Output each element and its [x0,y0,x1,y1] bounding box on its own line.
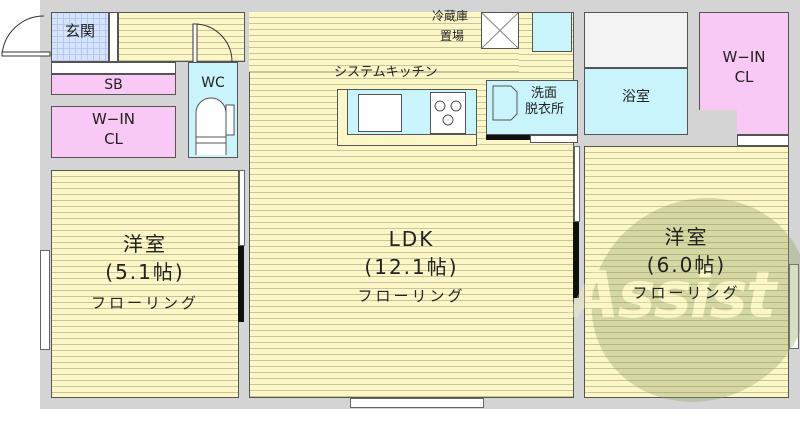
western-left-size: (5.1帖) [105,260,185,284]
western-right-name: 洋室 [664,225,709,249]
washroom-door-panel[interactable] [486,135,530,140]
kitchen-label: システムキッチン [334,65,438,80]
fridge-label-2: 置場 [440,29,465,43]
hallway [118,12,245,62]
room-win-cl-left: W−IN CL [51,106,176,158]
washroom-label-1: 洗面 [531,86,558,101]
room-sb: SB [51,74,176,95]
genkan-step [109,12,118,62]
sink-icon [358,94,402,132]
room-bath: 浴室 [584,68,688,135]
wc-label: WC [201,75,225,91]
room-western-left: 洋室 (5.1帖) フローリング [51,170,239,398]
kitchen-unit [347,89,477,135]
room-win-cl-right: W−IN CL [699,12,789,135]
room-western-right [584,146,789,398]
pillar [699,110,737,146]
fridge-label-1: 冷蔵庫 [432,9,469,23]
sliding-door-left[interactable] [239,170,245,246]
win-cl-right-line1: W−IN [722,48,766,66]
sliding-door-left-panel[interactable] [238,246,244,322]
stove-icon [430,92,466,134]
bath-label: 浴室 [622,89,650,105]
bathtub-icon [584,12,688,68]
sb-label: SB [104,77,123,93]
sb-shelf [51,62,176,74]
win-cl-left-line2: CL [104,130,123,148]
ldk-flooring: フローリング [357,287,466,305]
western-left-name: 洋室 [123,232,167,256]
fridge-space [481,12,519,49]
ldk-upper [249,12,519,72]
sliding-door-right[interactable] [574,146,580,222]
washbasin-icon [492,85,518,121]
toilet-icon [195,97,235,155]
western-right-flooring: フローリング [632,284,741,302]
window-left [40,250,50,350]
room-wc: WC [188,62,238,158]
washing-machine-space [532,12,572,52]
room-washroom: 洗面 脱衣所 [486,80,578,135]
ldk-name: LDK [388,227,435,251]
closet-door[interactable] [737,135,789,146]
win-cl-right-line2: CL [734,68,754,86]
washroom-door[interactable] [530,135,578,143]
washroom-label-2: 脱衣所 [525,102,565,117]
window-ldk [350,398,484,408]
room-ldk [249,12,574,398]
western-left-flooring: フローリング [90,294,199,312]
genkan-label: 玄関 [64,22,95,40]
window-right [789,264,799,349]
ldk-size: (12.1帖) [364,255,459,279]
win-cl-left-line1: W−IN [91,110,136,128]
room-genkan: 玄関 [51,12,109,62]
sliding-door-right-panel[interactable] [573,222,579,298]
western-right-size: (6.0帖) [646,253,727,277]
entrance-door-icon[interactable] [0,12,52,58]
wc-door-icon[interactable] [190,22,240,67]
